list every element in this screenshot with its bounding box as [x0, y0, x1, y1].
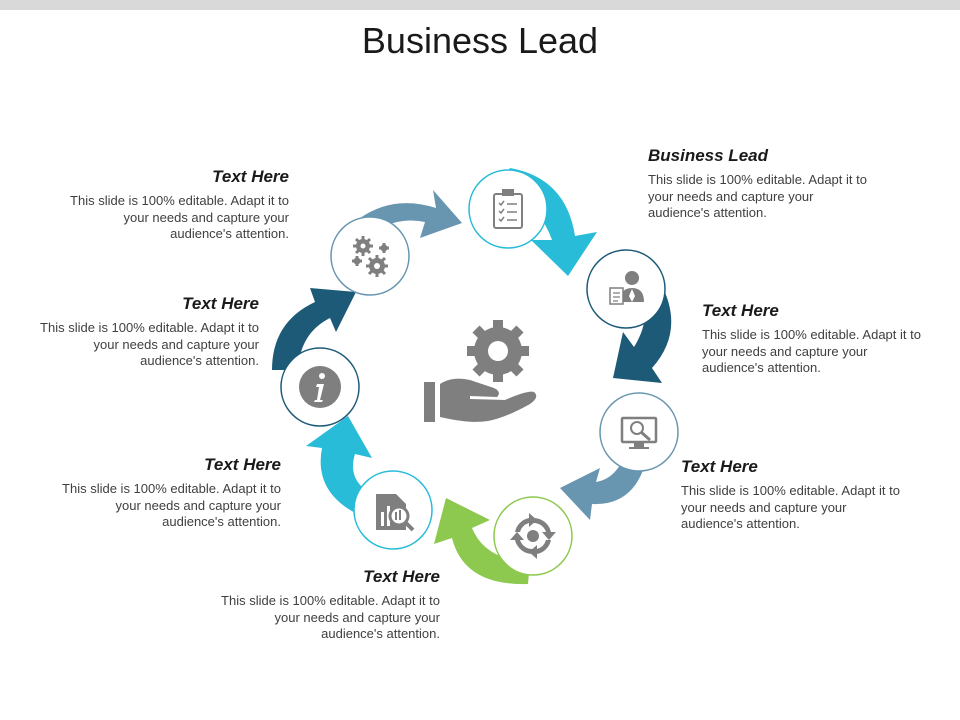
block-body: This slide is 100% editable. Adapt it to… — [62, 481, 281, 529]
node-circle-gears — [330, 216, 410, 296]
text-block-right-3: Text Here This slide is 100% editable. A… — [681, 457, 906, 533]
block-heading: Text Here — [182, 294, 259, 313]
top-bar — [0, 0, 960, 10]
node-circle-clipboard — [468, 169, 548, 249]
node-circle-monitor — [599, 392, 679, 472]
text-block-left-bottom: Text Here This slide is 100% editable. A… — [56, 455, 281, 531]
block-heading: Text Here — [212, 167, 289, 186]
text-block-business-lead: Business Lead This slide is 100% editabl… — [648, 146, 873, 222]
block-heading: Business Lead — [648, 146, 768, 165]
clipboard-checklist-icon — [493, 189, 523, 229]
node-circle-businessman — [586, 249, 666, 329]
block-heading: Text Here — [702, 301, 779, 320]
block-body: This slide is 100% editable. Adapt it to… — [221, 593, 440, 641]
block-body: This slide is 100% editable. Adapt it to… — [648, 172, 867, 220]
block-heading: Text Here — [363, 567, 440, 586]
arrow-navy-left — [272, 288, 356, 370]
page-title: Business Lead — [361, 20, 599, 61]
block-body: This slide is 100% editable. Adapt it to… — [681, 483, 900, 531]
block-body: This slide is 100% editable. Adapt it to… — [40, 320, 259, 368]
report-magnifier-icon — [376, 494, 415, 532]
text-block-left-middle: Text Here This slide is 100% editable. A… — [34, 294, 259, 370]
text-block-right-2: Text Here This slide is 100% editable. A… — [702, 301, 927, 377]
monitor-search-icon — [620, 416, 658, 449]
block-body: This slide is 100% editable. Adapt it to… — [702, 327, 921, 375]
info-icon — [299, 366, 341, 408]
block-heading: Text Here — [681, 457, 758, 476]
text-block-bottom: Text Here This slide is 100% editable. A… — [215, 567, 440, 643]
hand-gear-icon — [424, 320, 537, 422]
refresh-cycle-icon — [510, 513, 556, 559]
text-block-left-top: Text Here This slide is 100% editable. A… — [64, 167, 289, 243]
businessman-document-icon — [609, 271, 644, 305]
block-body: This slide is 100% editable. Adapt it to… — [70, 193, 289, 241]
block-heading: Text Here — [204, 455, 281, 474]
gears-icon — [352, 236, 389, 277]
